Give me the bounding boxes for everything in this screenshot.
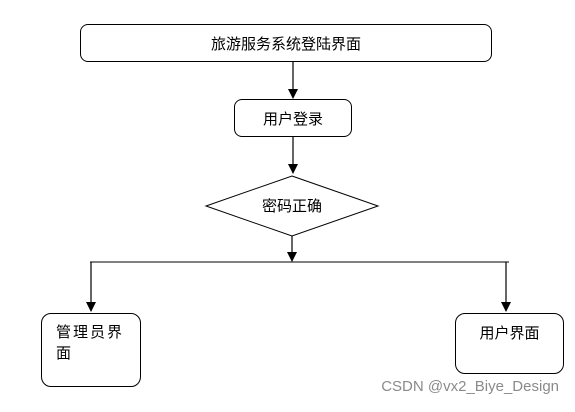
admin-interface-node-label: 管理员界面 bbox=[56, 323, 125, 362]
user-login-node: 用户登录 bbox=[234, 99, 352, 137]
watermark-text: CSDN @vx2_Biye_Design bbox=[381, 378, 559, 395]
user-interface-node: 用户界面 bbox=[455, 313, 564, 374]
admin-interface-node: 管理员界面 bbox=[41, 313, 141, 387]
user-interface-node-label: 用户界面 bbox=[479, 324, 540, 342]
decision-node-label: 密码正确 bbox=[261, 197, 322, 215]
title-node-label: 旅游服务系统登陆界面 bbox=[210, 34, 361, 53]
user-login-node-label: 用户登录 bbox=[262, 109, 323, 128]
title-node: 旅游服务系统登陆界面 bbox=[80, 24, 492, 62]
